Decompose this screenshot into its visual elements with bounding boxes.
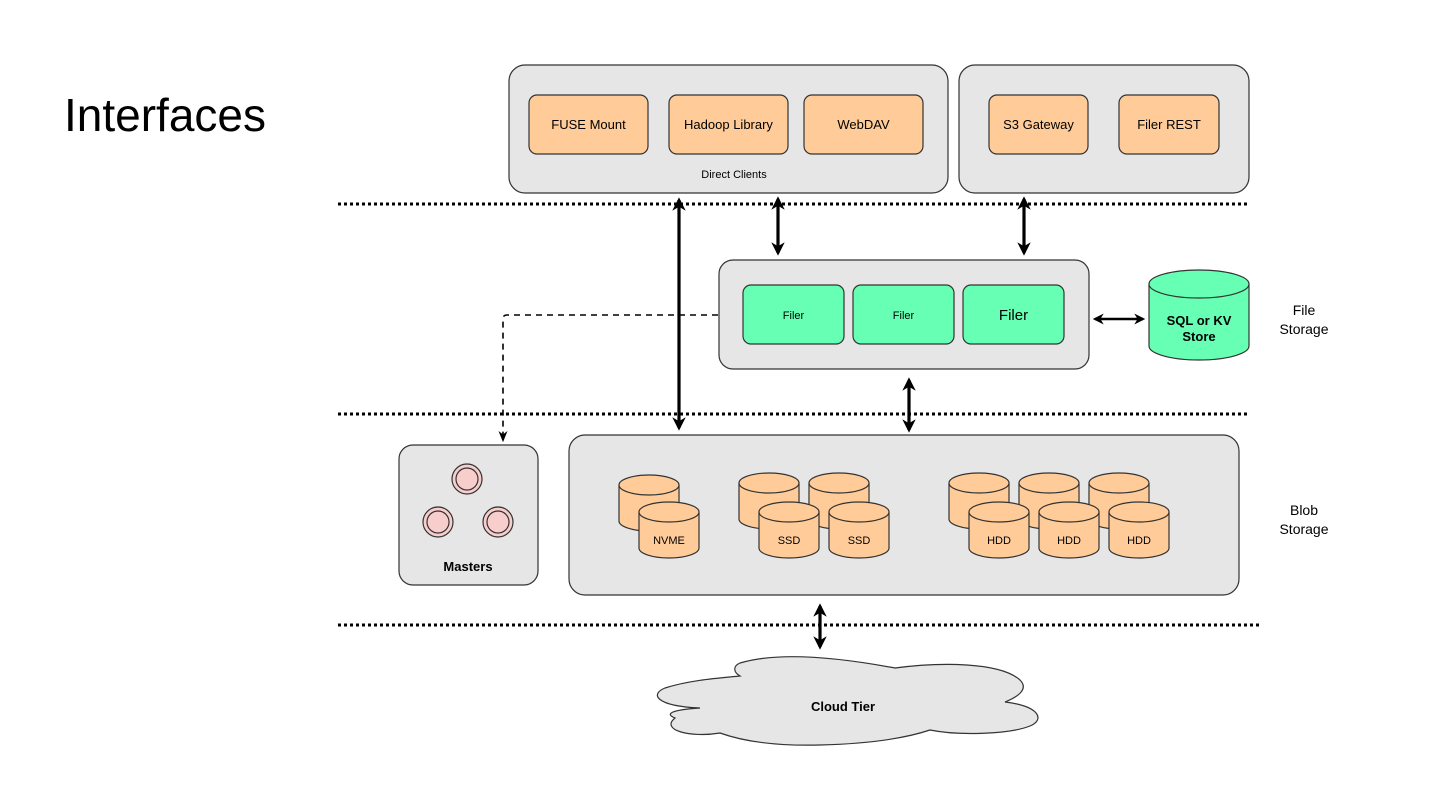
volume-label: SSD <box>778 535 801 547</box>
metadata-store-label: SQL or KV <box>1167 313 1232 328</box>
filer-label: Filer <box>783 310 805 322</box>
gateway-label: S3 Gateway <box>1003 117 1074 132</box>
layer-label-blob-storage: Blob Storage <box>1279 502 1329 537</box>
volume-label: HDD <box>1127 535 1151 547</box>
layer-label-file-storage: File Storage <box>1279 302 1329 337</box>
volume-label: HDD <box>1057 535 1081 547</box>
volume-label: NVME <box>653 535 685 547</box>
masters-caption: Masters <box>443 559 492 574</box>
client-label: FUSE Mount <box>551 117 626 132</box>
blob-storage-group: NVME SSD SSD HDD HDD HDD <box>568 434 1240 596</box>
metadata-store-label: Store <box>1182 329 1215 344</box>
client-hadoop-library[interactable]: Hadoop Library <box>668 94 789 155</box>
volume-nvme[interactable]: NVME <box>638 501 700 559</box>
volume-ssd[interactable]: SSD <box>828 501 890 559</box>
client-webdav[interactable]: WebDAV <box>803 94 924 155</box>
volume-hdd[interactable]: HDD <box>968 501 1030 559</box>
master-node[interactable] <box>422 506 454 538</box>
volume-ssd[interactable]: SSD <box>758 501 820 559</box>
cloud-tier[interactable]: Cloud Tier <box>656 656 1039 746</box>
filer-node-2[interactable]: Filer <box>852 284 955 345</box>
gateway-s3[interactable]: S3 Gateway <box>988 94 1089 155</box>
filer-label: Filer <box>893 310 915 322</box>
direct-clients-caption: Direct Clients <box>701 169 767 181</box>
masters-group: Masters <box>398 444 539 586</box>
volume-hdd[interactable]: HDD <box>1108 501 1170 559</box>
client-label: WebDAV <box>837 117 890 132</box>
master-node[interactable] <box>451 463 483 495</box>
filers-group: Filer Filer Filer <box>718 259 1090 370</box>
connector-filers-to-masters <box>498 314 718 443</box>
gateway-label: Filer REST <box>1137 117 1201 132</box>
direct-clients-group: FUSE Mount Hadoop Library WebDAV Direct … <box>508 64 949 194</box>
filer-node-3[interactable]: Filer <box>962 284 1065 345</box>
page-title: Interfaces <box>64 89 266 141</box>
master-node[interactable] <box>482 506 514 538</box>
metadata-store-cylinder[interactable]: SQL or KV Store <box>1148 269 1250 361</box>
cloud-tier-label: Cloud Tier <box>811 699 875 714</box>
volume-label: SSD <box>848 535 871 547</box>
client-fuse-mount[interactable]: FUSE Mount <box>528 94 649 155</box>
volume-hdd[interactable]: HDD <box>1038 501 1100 559</box>
client-label: Hadoop Library <box>684 117 773 132</box>
filer-node-1[interactable]: Filer <box>742 284 845 345</box>
volumes-layer: NVME SSD SSD HDD HDD HDD <box>618 472 1170 559</box>
gateway-filer-rest[interactable]: Filer REST <box>1118 94 1220 155</box>
gateways-group: S3 Gateway Filer REST <box>958 64 1250 194</box>
filer-label: Filer <box>999 307 1028 324</box>
volume-label: HDD <box>987 535 1011 547</box>
